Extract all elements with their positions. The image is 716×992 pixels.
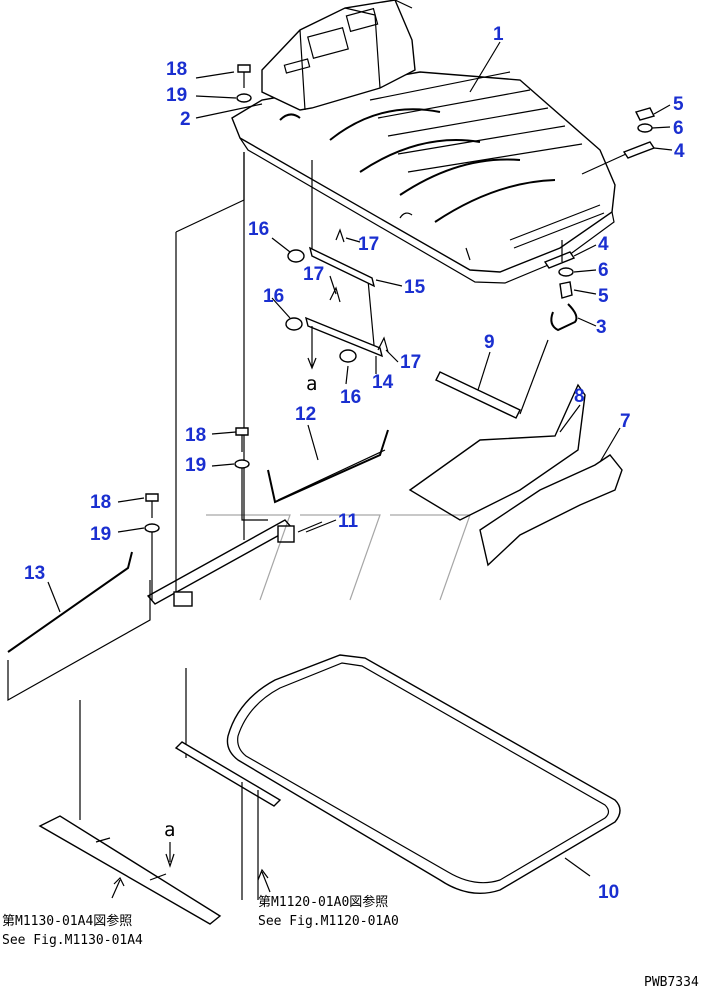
reference-note-left: 第M1130-01A4図参照 See Fig.M1130-01A4 [2, 913, 143, 948]
callout-4-upper: 4 [674, 141, 685, 162]
callout-6-upper: 6 [673, 118, 684, 139]
callout-9: 9 [484, 332, 495, 353]
bar-part-12 [267, 429, 389, 504]
drawing-code: PWB7334 [644, 975, 699, 990]
callout-7: 7 [620, 411, 631, 432]
side-cover-part-7 [479, 454, 623, 567]
callout-16-middle: 16 [263, 286, 284, 307]
callout-19-bottom: 19 [90, 524, 111, 545]
lower-frame-left [38, 700, 222, 925]
seal-ring-part-10 [226, 654, 621, 895]
reference-note-left-en: See Fig.M1130-01A4 [2, 933, 143, 948]
callout-19-middle: 19 [185, 455, 206, 476]
watermark-logo [206, 514, 471, 601]
cover-part-1 [231, 0, 616, 284]
callout-13: 13 [24, 563, 45, 584]
callout-18-bottom: 18 [90, 492, 111, 513]
callout-2: 2 [180, 109, 191, 130]
callout-17-top: 17 [358, 234, 379, 255]
ref-arrow-right [257, 868, 271, 893]
linkage-assembly [285, 160, 389, 370]
mounting-bracket-part-11 [146, 152, 323, 607]
reference-note-right-en: See Fig.M1120-01A0 [258, 914, 399, 929]
lower-frame-right [174, 668, 282, 900]
bolt-washer-group [144, 64, 268, 600]
panel-part-13 [7, 551, 151, 702]
callout-17-bottom: 17 [400, 352, 421, 373]
callout-10: 10 [598, 882, 619, 903]
reference-note-left-ja: 第M1130-01A4図参照 [2, 913, 132, 929]
section-mark-lower: a [164, 819, 175, 841]
callout-18-top: 18 [166, 59, 187, 80]
callout-labels: 1 2 3 4 4 5 5 6 6 7 8 9 10 11 12 13 14 1… [24, 24, 685, 903]
callout-8: 8 [574, 386, 585, 407]
callout-16-bottom: 16 [340, 387, 361, 408]
callout-18-middle: 18 [185, 425, 206, 446]
callout-17-middle: 17 [303, 264, 324, 285]
callout-5-upper: 5 [673, 94, 684, 115]
ref-arrow-left [111, 876, 125, 899]
side-cover-part-8 [408, 383, 586, 521]
callout-16-top: 16 [248, 219, 269, 240]
callout-1: 1 [493, 24, 504, 45]
callout-15: 15 [404, 277, 426, 298]
reference-note-right: 第M1120-01A0図参照 See Fig.M1120-01A0 [258, 894, 399, 929]
callout-4-lower: 4 [598, 234, 609, 255]
callout-5-lower: 5 [598, 286, 609, 307]
section-arrow-lower [165, 842, 175, 868]
bracket-fastener-group-lower [543, 240, 578, 332]
reference-note-right-ja: 第M1120-01A0図参照 [258, 894, 388, 910]
callout-12: 12 [295, 404, 316, 425]
callout-leaders [47, 41, 673, 877]
callout-19-top: 19 [166, 85, 187, 106]
section-mark-upper: a [306, 373, 317, 395]
cover-vent-grille [283, 7, 605, 249]
callout-3: 3 [596, 317, 607, 338]
callout-14: 14 [372, 372, 394, 393]
callout-6-lower: 6 [598, 260, 609, 281]
rod-part-9 [435, 339, 549, 419]
callout-11: 11 [338, 511, 359, 532]
